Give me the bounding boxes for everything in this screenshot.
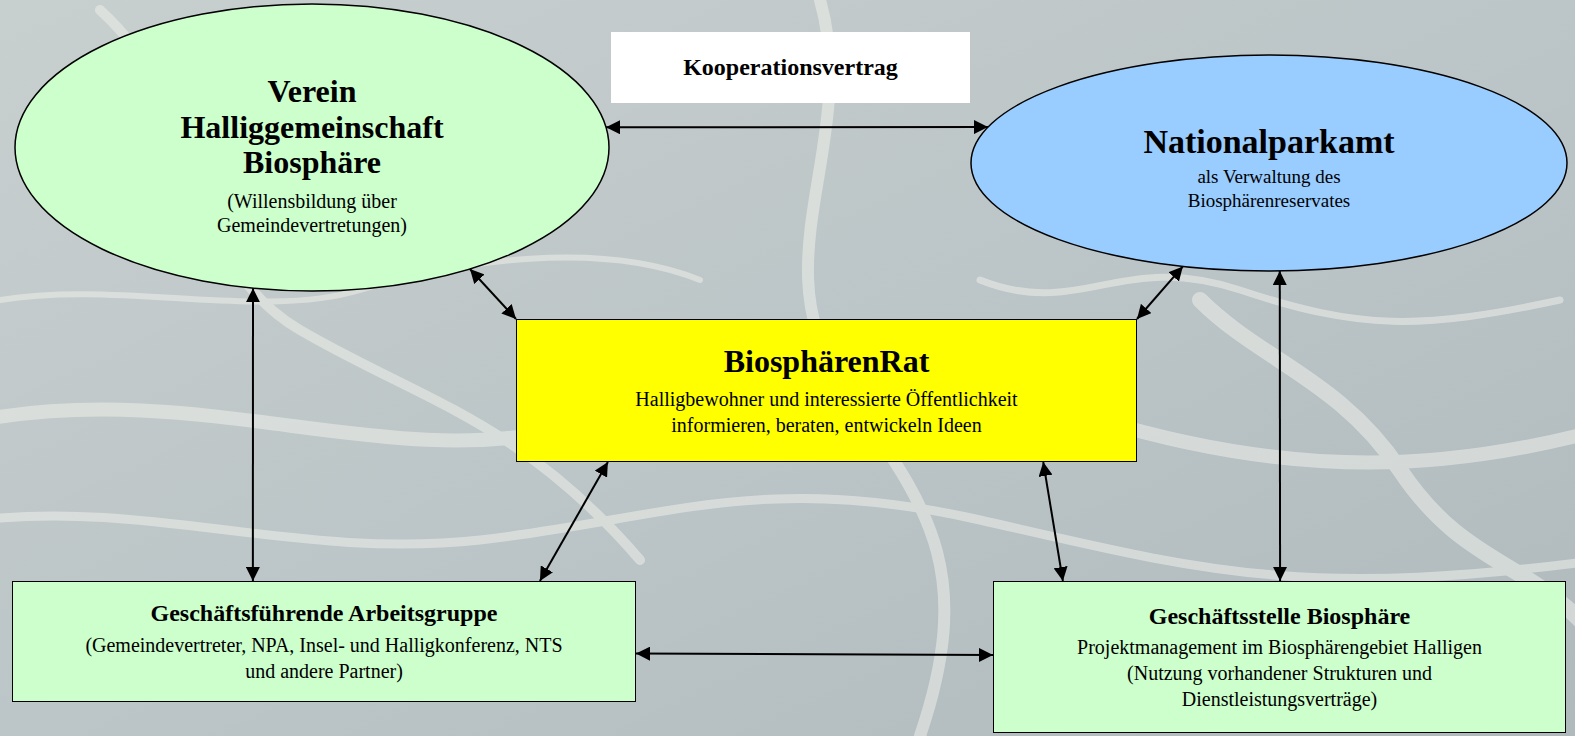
node-content: Geschäftsführende Arbeitsgruppe (Gemeinde… [13,582,635,701]
connector-arrow [1137,266,1183,319]
node-note: als Verwaltung des Biosphärenreservates [1154,165,1384,213]
process-box: Geschäftsstelle BiosphäreProjektmanageme… [993,581,1566,733]
connector-arrow [470,269,516,319]
node-heading: BiosphärenRat [724,343,930,380]
node-note: (Nutzung vorhandener Strukturen und Dien… [1080,660,1480,712]
connector-arrow [1279,271,1281,581]
node-heading: Nationalparkamt [1143,122,1394,161]
node-heading: Verein Halliggemeinschaft Biosphäre [152,74,472,181]
ellipse-shape [15,4,609,291]
process-box: BiosphärenRatHalligbewohner und interess… [516,319,1137,462]
node-body: Halligbewohner und interessierte Öffentl… [592,386,1062,438]
ripple [1200,300,1575,620]
node-content: BiosphärenRatHalligbewohner und interess… [517,320,1136,461]
node-heading: Geschäftsstelle Biosphäre [1149,602,1411,631]
edge-label: Kooperationsvertrag [611,32,970,103]
node-note: (Willensbildung über Gemeindevertretunge… [162,189,462,237]
ellipse-node: Verein Halliggemeinschaft Biosphäre (Will… [14,3,610,292]
connector-arrow [606,126,988,128]
node-content: Geschäftsstelle BiosphäreProjektmanageme… [994,582,1565,732]
node-content: Verein Halliggemeinschaft Biosphäre (Will… [14,3,610,292]
node-heading: Geschäftsführende Arbeitsgruppe [151,599,498,628]
connector-arrow [540,462,608,581]
ripple [980,277,1560,321]
connector-arrow [252,288,254,581]
ripple [0,498,1575,578]
ellipse-shape [971,55,1567,271]
node-body: (Gemeindevertreter, NPA, Insel- und Hall… [77,632,572,684]
connector-arrow [636,654,993,655]
connector-arrow [1043,462,1063,581]
ellipse-outline [970,54,1568,272]
process-box: Geschäftsführende Arbeitsgruppe (Gemeinde… [12,581,636,702]
node-content: Nationalparkamt als Verwaltung des Biosph… [970,54,1568,272]
ellipse-node: Nationalparkamt als Verwaltung des Biosph… [970,54,1568,272]
node-body: Projektmanagement im Biosphärengebiet Ha… [1077,634,1482,660]
